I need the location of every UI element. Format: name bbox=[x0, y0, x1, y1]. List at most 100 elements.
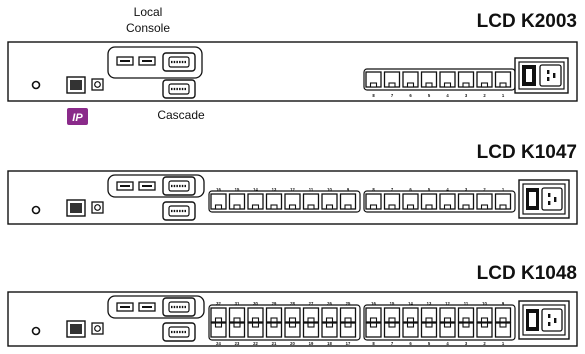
rj45-port bbox=[494, 71, 512, 88]
port-number-label: 16 bbox=[216, 187, 221, 192]
ac-inlet bbox=[541, 308, 563, 332]
local-console-bay bbox=[107, 174, 205, 198]
ac-inlet bbox=[539, 64, 562, 87]
power-module bbox=[518, 179, 570, 219]
port-number-label: 31 bbox=[235, 301, 240, 306]
local-console-bay bbox=[107, 295, 205, 319]
rj45-port bbox=[247, 307, 264, 323]
port-number-label: 3 bbox=[465, 93, 468, 98]
port-number-label: 16 bbox=[371, 301, 376, 306]
usb-port-1 bbox=[116, 56, 134, 66]
ac-inlet bbox=[541, 187, 563, 211]
rj45-port bbox=[457, 71, 475, 88]
rj45-port bbox=[494, 193, 512, 210]
port-number-label: 7 bbox=[391, 93, 394, 98]
rj45-port bbox=[365, 71, 382, 88]
port-number-label: 2 bbox=[483, 187, 486, 192]
port-number-label: 20 bbox=[290, 341, 295, 346]
rj45-port bbox=[339, 307, 357, 323]
rj45-port bbox=[402, 193, 419, 210]
rj45-port bbox=[339, 322, 357, 338]
rj45-port bbox=[321, 322, 338, 338]
local-console-bay bbox=[107, 46, 203, 79]
rj45-port bbox=[383, 71, 401, 88]
ip-badge-text: IP bbox=[72, 112, 83, 124]
power-reset-jack bbox=[91, 322, 104, 335]
model-title-k2003: LCD K2003 bbox=[477, 11, 577, 32]
rj45-port bbox=[439, 322, 456, 338]
rj45-port bbox=[402, 71, 419, 88]
port-number-label: 10 bbox=[482, 301, 487, 306]
usb-port-1 bbox=[116, 181, 134, 191]
rj45-port bbox=[476, 193, 493, 210]
rj45-port bbox=[420, 71, 438, 88]
port-number-label: 22 bbox=[253, 341, 258, 346]
port-number-label: 27 bbox=[309, 301, 314, 306]
rj45-port bbox=[339, 193, 357, 210]
rj45-port bbox=[494, 322, 512, 338]
port-number-label: 2 bbox=[483, 341, 486, 346]
port-group-frame bbox=[363, 190, 516, 213]
rj45-port bbox=[247, 322, 264, 338]
port-number-label: 4 bbox=[446, 93, 449, 98]
local-console-label-line2: Console bbox=[126, 21, 170, 35]
panel-frame bbox=[7, 170, 578, 225]
rj45-port bbox=[210, 322, 227, 338]
local-console-label-line1: Local bbox=[134, 5, 163, 19]
rj45-port bbox=[365, 193, 382, 210]
port-number-label: 9 bbox=[502, 301, 505, 306]
ground-screw bbox=[31, 80, 41, 90]
port-number-label: 4 bbox=[446, 341, 449, 346]
port-number-label: 30 bbox=[253, 301, 258, 306]
port-group-frame bbox=[363, 304, 516, 341]
port-number-label: 28 bbox=[290, 301, 295, 306]
port-number-label: 1 bbox=[502, 93, 505, 98]
port-number-label: 26 bbox=[327, 301, 332, 306]
vga-port-console bbox=[162, 176, 196, 196]
vga-port-cascade bbox=[162, 79, 196, 99]
ethernet-port bbox=[66, 320, 86, 338]
rj45-port bbox=[420, 307, 438, 323]
port-number-label: 11 bbox=[309, 187, 314, 192]
rj45-port bbox=[439, 71, 456, 88]
rj45-port bbox=[265, 322, 283, 338]
rj45-port bbox=[228, 322, 246, 338]
port-number-label: 19 bbox=[309, 341, 314, 346]
port-number-label: 7 bbox=[391, 341, 394, 346]
port-number-label: 29 bbox=[272, 301, 277, 306]
vga-port-cascade bbox=[162, 322, 196, 342]
rj45-port bbox=[383, 307, 401, 323]
port-number-label: 11 bbox=[464, 301, 469, 306]
rj45-port bbox=[265, 193, 283, 210]
ground-screw bbox=[31, 326, 41, 336]
vga-port-console bbox=[162, 52, 196, 72]
port-number-label: 12 bbox=[445, 301, 450, 306]
port-number-label: 6 bbox=[409, 187, 412, 192]
port-number-label: 8 bbox=[372, 187, 375, 192]
port-number-label: 5 bbox=[428, 187, 431, 192]
port-number-label: 7 bbox=[391, 187, 394, 192]
rj45-port bbox=[402, 322, 419, 338]
rj45-port bbox=[476, 71, 493, 88]
port-number-label: 1 bbox=[502, 341, 505, 346]
usb-port-1 bbox=[116, 302, 134, 312]
port-number-label: 14 bbox=[253, 187, 258, 192]
rj45-port bbox=[228, 193, 246, 210]
rj45-port bbox=[365, 307, 382, 323]
port-group-frame bbox=[208, 190, 361, 213]
power-module bbox=[514, 57, 569, 94]
port-number-label: 2 bbox=[483, 93, 486, 98]
rj45-port bbox=[439, 193, 456, 210]
port-number-label: 3 bbox=[465, 341, 468, 346]
rj45-port bbox=[228, 307, 246, 323]
rj45-port bbox=[402, 307, 419, 323]
panel-frame bbox=[7, 291, 578, 347]
model-title-k1047: LCD K1047 bbox=[477, 142, 577, 163]
port-number-label: 13 bbox=[427, 301, 432, 306]
